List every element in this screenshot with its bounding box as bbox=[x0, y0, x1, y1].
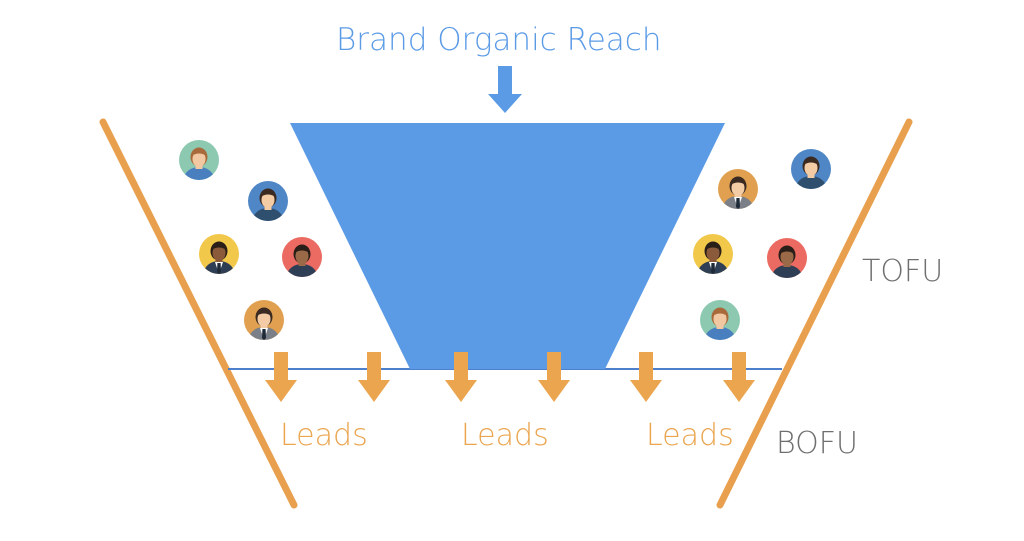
brand-organic-reach-title: Brand Organic Reach bbox=[336, 22, 662, 58]
leads-label: Leads bbox=[280, 418, 368, 453]
person-avatar bbox=[767, 238, 807, 278]
audience-avatars bbox=[179, 140, 831, 340]
funnel-left-edge bbox=[99, 118, 298, 509]
person-avatar bbox=[693, 234, 733, 274]
person-avatar bbox=[282, 237, 322, 277]
person-avatar bbox=[244, 300, 284, 340]
lead-down-arrow bbox=[445, 352, 477, 402]
leads-label: Leads bbox=[646, 418, 734, 453]
person-avatar bbox=[700, 300, 740, 340]
lead-down-arrow bbox=[630, 352, 662, 402]
funnel-right-edge bbox=[716, 118, 913, 509]
person-avatar bbox=[199, 234, 239, 274]
leads-label: Leads bbox=[461, 418, 549, 453]
lead-down-arrow bbox=[265, 352, 297, 402]
person-avatar bbox=[179, 140, 219, 180]
person-avatar bbox=[248, 181, 288, 221]
tofu-label: TOFU bbox=[862, 254, 944, 289]
bofu-label: BOFU bbox=[776, 426, 858, 461]
reach-down-arrow bbox=[488, 66, 522, 113]
lead-down-arrow bbox=[538, 352, 570, 402]
lead-down-arrow bbox=[723, 352, 755, 402]
organic-reach-funnel bbox=[290, 123, 725, 369]
lead-arrows bbox=[265, 352, 755, 402]
lead-down-arrow bbox=[358, 352, 390, 402]
person-avatar bbox=[791, 149, 831, 189]
reach-arrow-shape bbox=[488, 66, 522, 113]
person-avatar bbox=[718, 169, 758, 209]
